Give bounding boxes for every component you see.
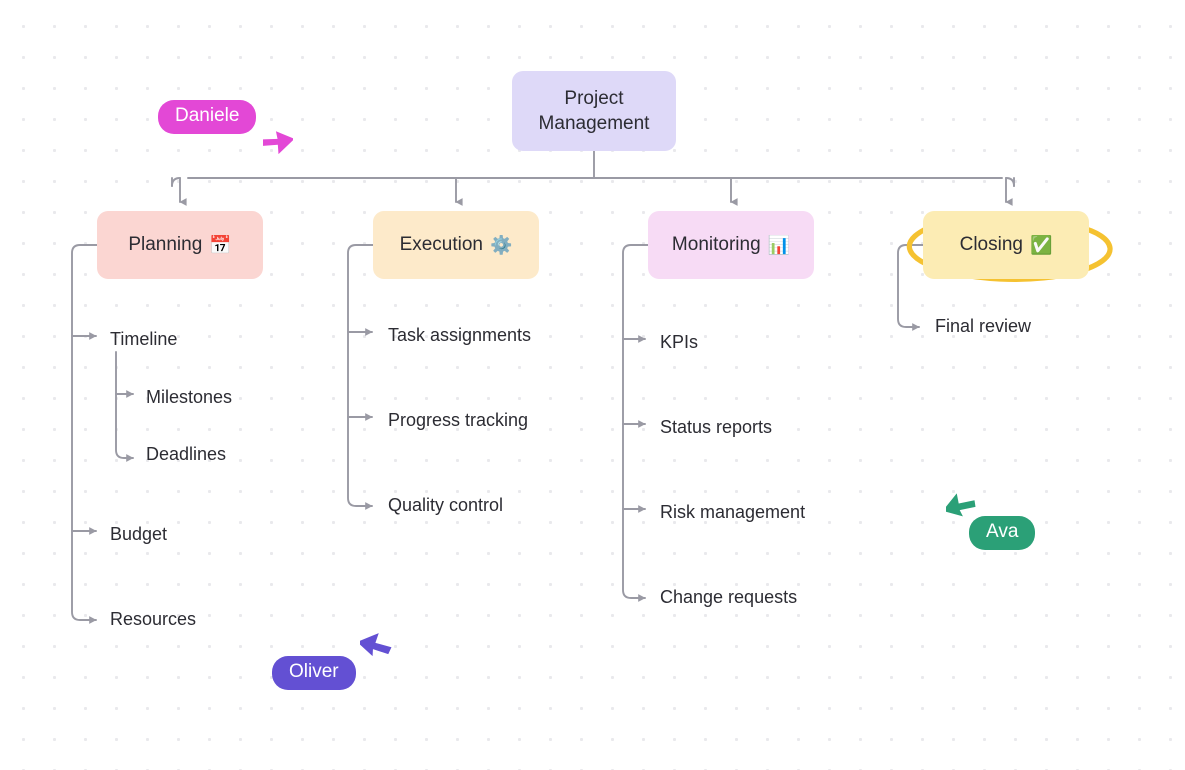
leaf-milestones[interactable]: Milestones [146, 387, 233, 407]
leaf-timeline[interactable]: Timeline [110, 329, 178, 349]
leaf-status-reports[interactable]: Status reports [660, 417, 773, 437]
cursor-label-ava[interactable]: Ava [969, 516, 1036, 550]
node-execution[interactable]: Execution ⚙️ [373, 211, 539, 279]
leaf-task-assignments[interactable]: Task assignments [388, 325, 532, 345]
cursor-label-daniele[interactable]: Daniele [158, 100, 257, 134]
leaf-deadlines[interactable]: Deadlines [146, 444, 227, 464]
node-closing-label: Closing [959, 234, 1023, 255]
calendar-emoji: 📅 [209, 234, 232, 255]
leaf-kpis[interactable]: KPIs [660, 332, 699, 352]
leaf-final-review[interactable]: Final review [935, 316, 1032, 336]
node-closing[interactable]: Closing ✅ [923, 211, 1089, 279]
leaf-risk-management[interactable]: Risk management [660, 502, 806, 522]
root-label-line2: Management [538, 113, 650, 134]
cursor-pointer-oliver-icon [360, 633, 392, 657]
gear-emoji: ⚙️ [490, 234, 513, 255]
node-project-management[interactable]: Project Management [512, 71, 676, 151]
node-planning-label: Planning [128, 234, 203, 255]
check-mark-emoji: ✅ [1029, 234, 1053, 255]
leaf-budget[interactable]: Budget [110, 524, 168, 544]
leaf-change-requests[interactable]: Change requests [660, 587, 798, 607]
bar-chart-emoji: 📊 [767, 234, 791, 255]
leaf-quality-control[interactable]: Quality control [388, 495, 504, 515]
node-execution-label: Execution [399, 234, 484, 255]
node-planning[interactable]: Planning 📅 [97, 211, 263, 279]
node-monitoring-label: Monitoring [671, 234, 761, 255]
node-monitoring[interactable]: Monitoring 📊 [648, 211, 814, 279]
cursor-pointer-ava-icon [946, 493, 976, 517]
leaf-progress-tracking[interactable]: Progress tracking [388, 410, 529, 430]
cursor-pointer-daniele-icon [263, 131, 293, 155]
leaf-resources[interactable]: Resources [110, 609, 197, 629]
cursor-label-oliver[interactable]: Oliver [272, 656, 356, 690]
root-label-line1: Project [564, 88, 624, 109]
